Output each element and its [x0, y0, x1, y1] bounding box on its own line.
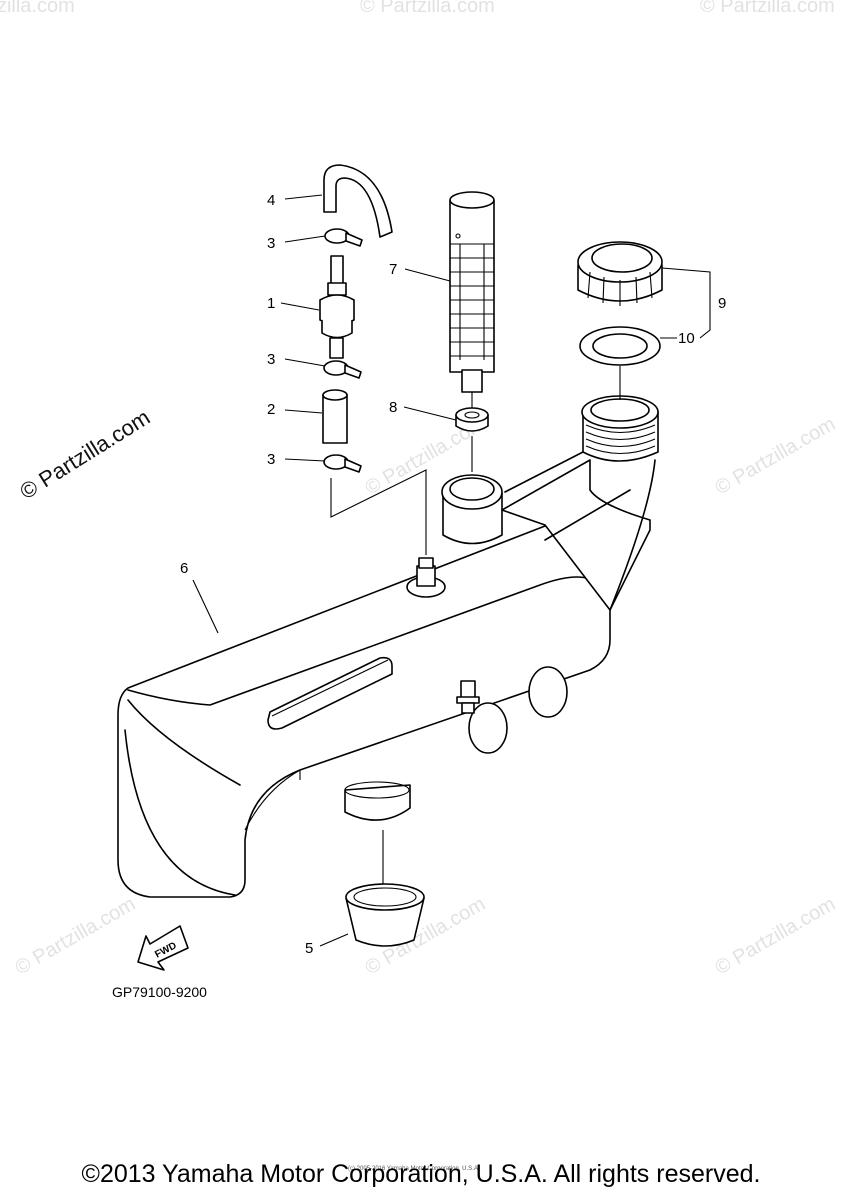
- fwd-arrow-icon: [137, 925, 189, 971]
- tank-drain-rim: [344, 781, 410, 799]
- callout-5: 5: [305, 940, 313, 957]
- part-4-hose: [323, 164, 393, 238]
- callout-9: 9: [718, 295, 726, 312]
- callout-4: 4: [267, 192, 275, 209]
- callouts: 4 3 1 3 2 3 7 8 6 9 10 5: [180, 192, 726, 957]
- part-9-cap: [577, 241, 663, 306]
- watermark-mid-2: © Partzilla.com: [712, 413, 840, 499]
- routing-filter-to-nipple: [330, 469, 427, 555]
- tank-threaded-neck: [581, 395, 659, 462]
- tank-breather-nipple: [406, 557, 446, 598]
- diagram-code: GP79100-9200: [112, 984, 207, 1000]
- tank-side-fitting: [456, 680, 480, 714]
- tank-left-side: [124, 729, 236, 896]
- callout-3-mid: 3: [267, 351, 275, 368]
- tank-boss-2: [528, 666, 568, 718]
- tank-boss-1: [468, 702, 508, 754]
- tank-left-inner: [244, 769, 301, 831]
- fwd-arrow: FWD: [137, 925, 189, 971]
- part-2-short-hose: [322, 389, 348, 444]
- callout-1: 1: [267, 295, 275, 312]
- leader-lines: [192, 194, 711, 947]
- tank-arm-upper: [504, 451, 584, 493]
- callout-3-bottom: 3: [267, 451, 275, 468]
- part-1-filter: [319, 255, 355, 359]
- watermark-left-dark: © Partzilla.com: [15, 404, 154, 504]
- watermark-low-3: © Partzilla.com: [712, 893, 840, 979]
- callout-3-top: 3: [267, 235, 275, 252]
- copyright-notice: ©2013 Yamaha Motor Corporation, U.S.A. A…: [81, 1160, 761, 1188]
- tank-arm-lower: [544, 489, 631, 541]
- tank-left-curve: [127, 699, 241, 786]
- tank-drain-spout: [344, 784, 411, 821]
- tank-rib-inner: [271, 659, 389, 717]
- part-8-grommet: [455, 407, 489, 432]
- callout-6: 6: [180, 560, 188, 577]
- fine-print: (c) 2005-2016 Yamaha Motor Corporation, …: [348, 1166, 480, 1172]
- tank-right-edge: [609, 459, 656, 611]
- callout-7: 7: [389, 261, 397, 278]
- part-3-clamp-top: [324, 228, 363, 247]
- part-3-clamp-bottom: [323, 454, 362, 473]
- callout-8: 8: [389, 399, 397, 416]
- watermark-top-3: © Partzilla.com: [700, 0, 835, 17]
- watermark-low-1: © Partzilla.com: [12, 893, 140, 979]
- assembly-lines: [330, 366, 621, 884]
- part-5-drain-cap: [345, 883, 425, 947]
- callout-10: 10: [678, 330, 695, 347]
- part-3-clamp-mid: [323, 360, 362, 379]
- watermark-top-1: © Partzilla.com: [0, 0, 75, 17]
- tank-filler-neck: [441, 474, 503, 545]
- part-10-gasket: [579, 326, 661, 366]
- part-7-strainer: [449, 191, 495, 393]
- tank-rib: [267, 656, 393, 730]
- callout-2: 2: [267, 401, 275, 418]
- watermark-top-2: © Partzilla.com: [360, 0, 495, 17]
- oil-tank: [117, 395, 659, 898]
